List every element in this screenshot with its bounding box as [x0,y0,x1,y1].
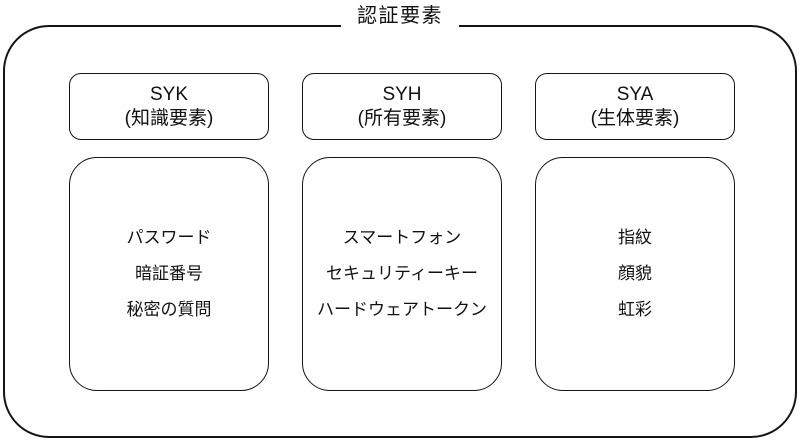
header-code-sya: SYA [616,83,654,105]
content-box-possession: スマートフォン セキュリティーキー ハードウェアトークン [302,157,502,391]
list-item-smartphone: スマートフォン [342,228,462,247]
column-biometric-factor: SYA (生体要素) 指紋 顔貌 虹彩 [535,73,735,391]
content-box-biometric: 指紋 顔貌 虹彩 [535,157,735,391]
list-item-iris: 虹彩 [618,300,652,319]
list-item-fingerprint: 指紋 [618,228,652,247]
diagram-title: 認証要素 [341,3,459,30]
column-knowledge-factor: SYK (知識要素) パスワード 暗証番号 秘密の質問 [69,73,269,391]
header-box-sya: SYA (生体要素) [535,73,735,140]
header-label-biometric: (生体要素) [590,107,680,129]
header-code-syh: SYH [382,83,422,105]
header-label-possession: (所有要素) [357,107,447,129]
column-possession-factor: SYH (所有要素) スマートフォン セキュリティーキー ハードウェアトークン [302,73,502,391]
list-item-hardware-token: ハードウェアトークン [317,300,487,319]
header-label-knowledge: (知識要素) [124,107,214,129]
list-item-password: パスワード [126,228,212,247]
list-item-face: 顔貌 [618,264,652,283]
content-box-knowledge: パスワード 暗証番号 秘密の質問 [69,157,269,391]
header-box-syk: SYK (知識要素) [69,73,269,140]
list-item-secret-question: 秘密の質問 [126,300,212,319]
list-item-security-key: セキュリティーキー [326,264,478,283]
list-item-pin: 暗証番号 [135,264,203,283]
header-box-syh: SYH (所有要素) [302,73,502,140]
header-code-syk: SYK [149,83,189,105]
authentication-factors-container: SYK (知識要素) パスワード 暗証番号 秘密の質問 SYH (所有要素) ス… [3,25,797,438]
